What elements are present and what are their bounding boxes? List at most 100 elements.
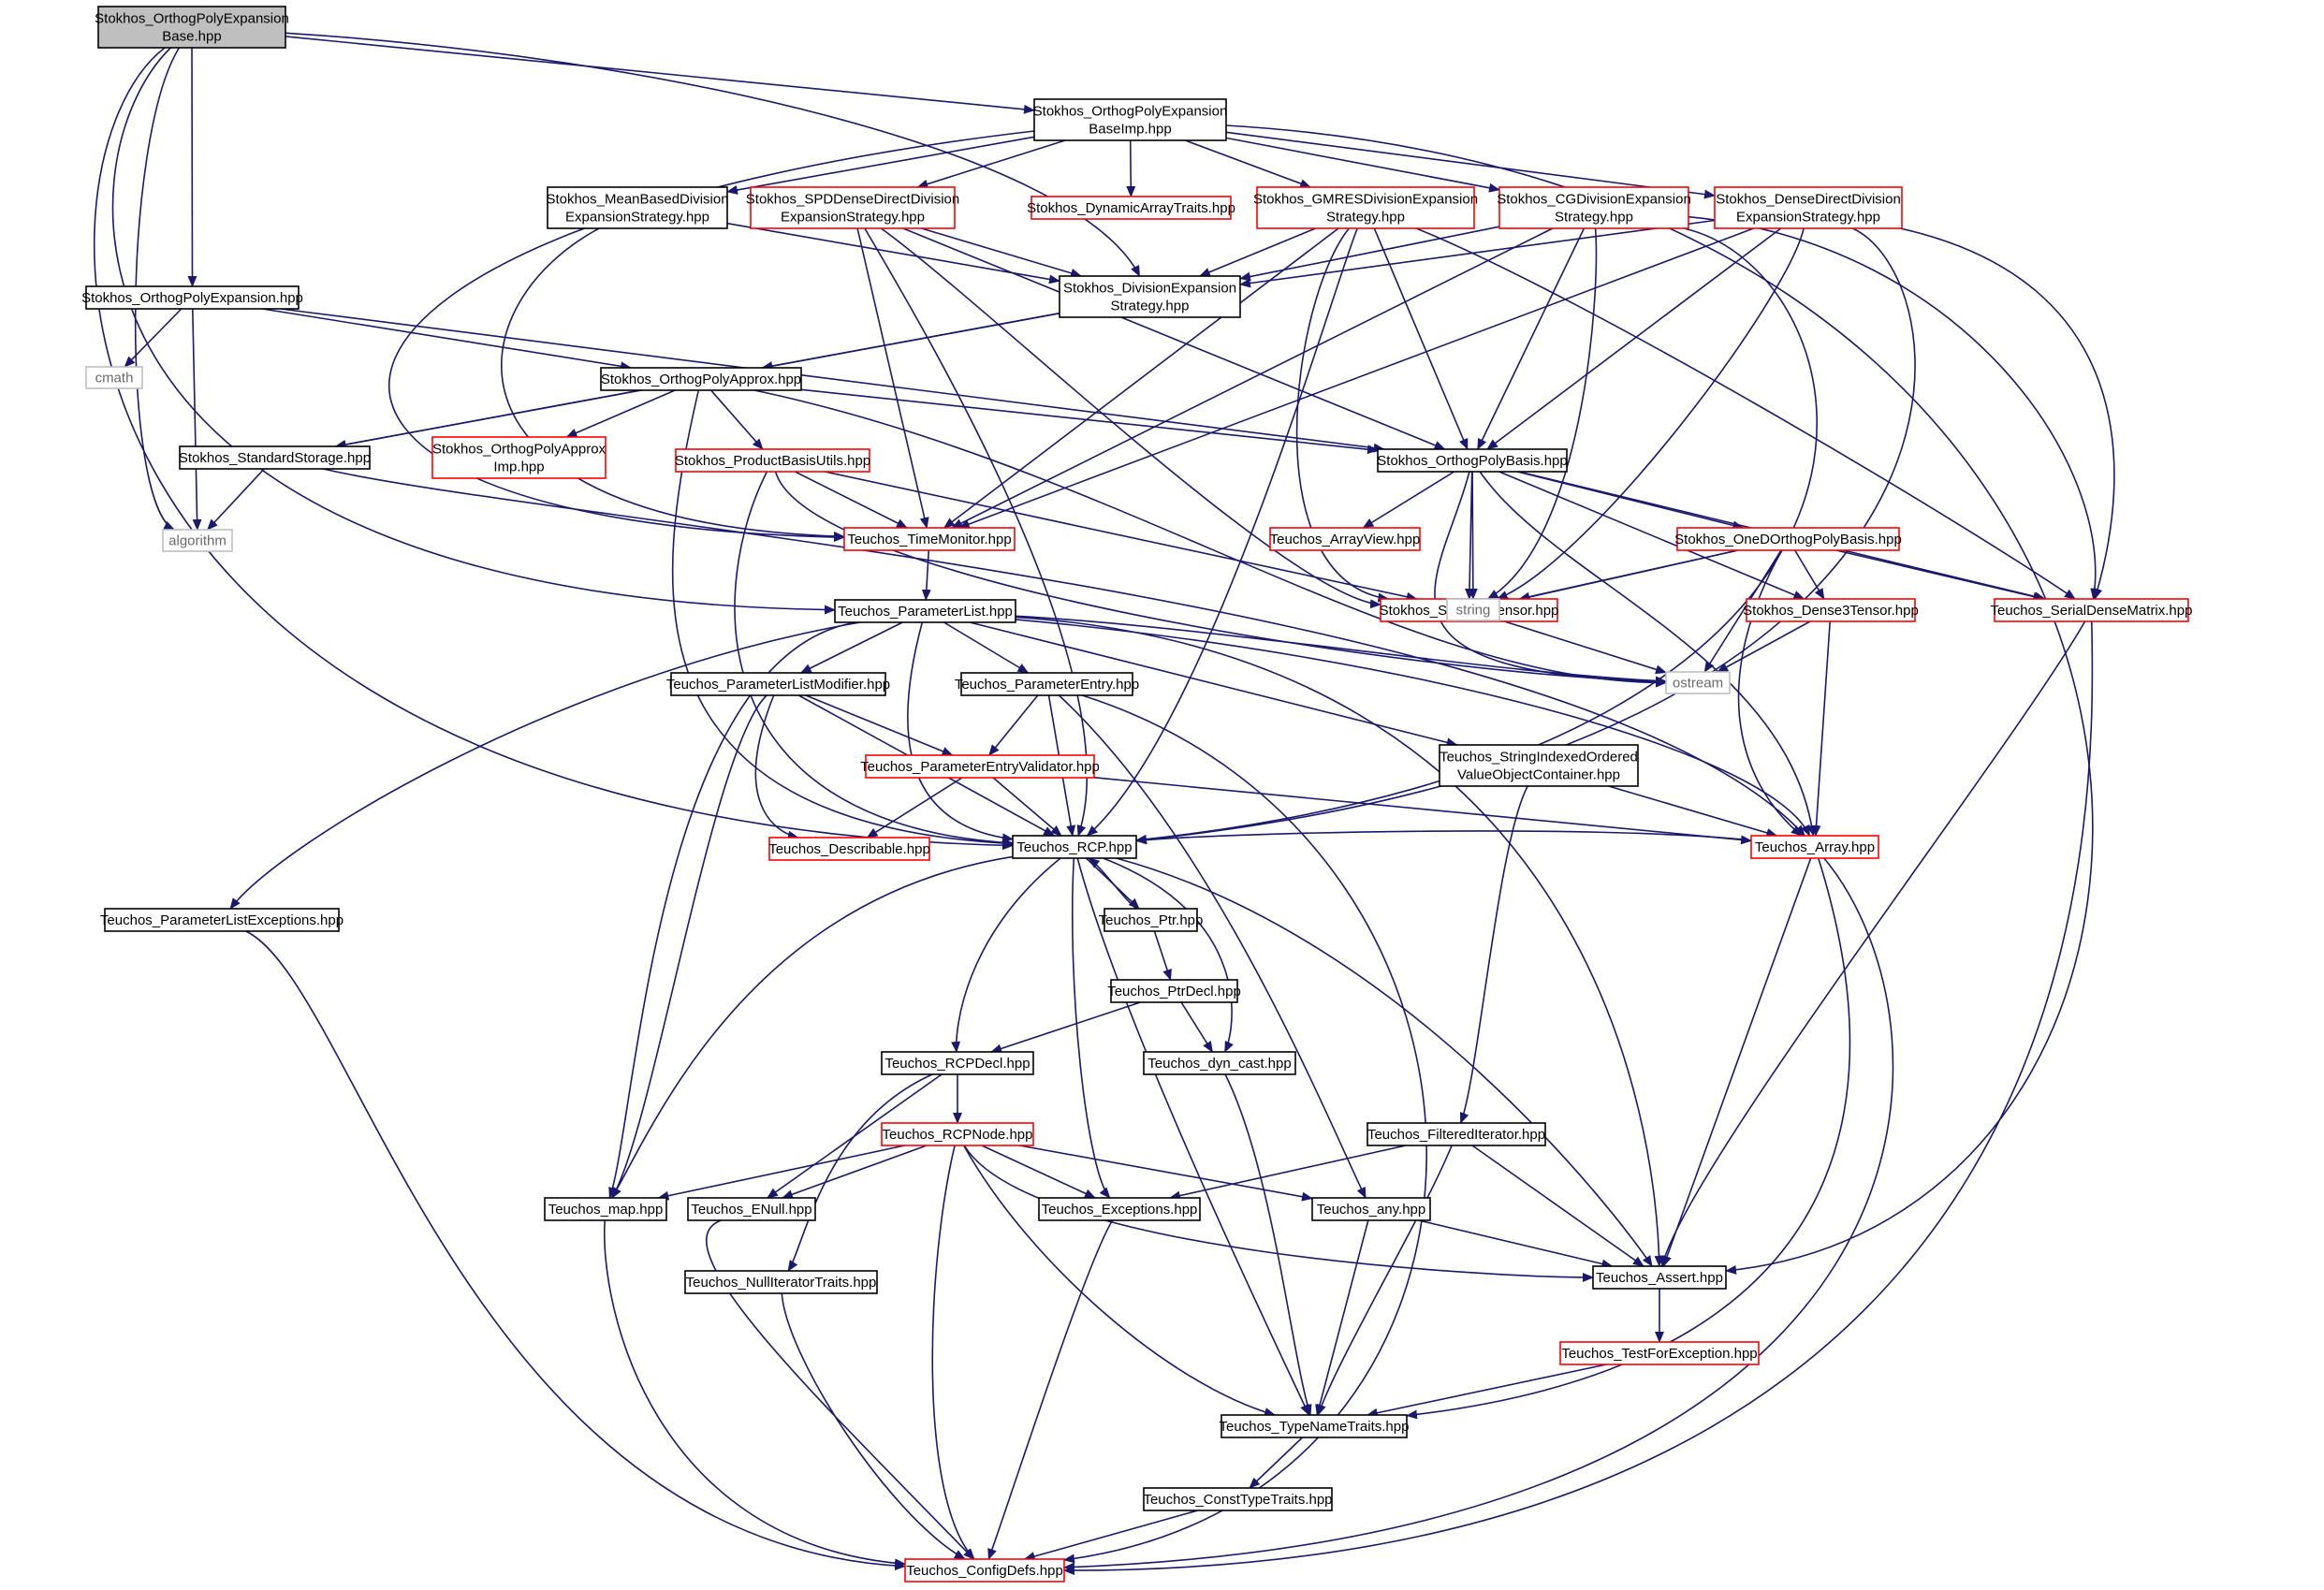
node-rcpdecl[interactable]: Teuchos_RCPDecl.hpp — [881, 1051, 1034, 1075]
edges-layer — [94, 32, 2115, 1576]
edge-rcp-to-typename — [1076, 857, 1310, 1416]
edge-basei-to-assert — [1225, 124, 2094, 1275]
node-sioc[interactable]: Teuchos_StringIndexedOrderedValueObjectC… — [1439, 744, 1639, 787]
node-label: Stokhos_CGDivisionExpansion — [1497, 192, 1691, 208]
node-array[interactable]: Teuchos_Array.hpp — [1750, 835, 1879, 859]
node-dynarray[interactable]: Stokhos_DynamicArrayTraits.hpp — [1027, 196, 1235, 220]
node-nulliter[interactable]: Teuchos_NullIteratorTraits.hpp — [684, 1270, 878, 1294]
node-assert[interactable]: Teuchos_Assert.hpp — [1592, 1265, 1727, 1290]
node-label: Teuchos_PtrDecl.hpp — [1107, 984, 1241, 999]
edge-map-to-configdefs — [603, 1219, 906, 1568]
node-timemon[interactable]: Teuchos_TimeMonitor.hpp — [843, 527, 1016, 551]
edge-ptr-to-rcp — [1088, 857, 1137, 910]
node-label: Stokhos_GMRESDivisionExpansion — [1253, 192, 1478, 208]
edge-opa-to-opb — [800, 388, 1379, 455]
node-box — [97, 6, 286, 49]
edge-pentry-to-pev — [988, 694, 1039, 756]
node-densedirect[interactable]: Stokhos_DenseDirectDivisionExpansionStra… — [1714, 186, 1903, 229]
edge-stdstorage-to-array — [323, 468, 1805, 837]
edge-opb-to-sparse3 — [1465, 471, 1475, 600]
node-stdstorage[interactable]: Stokhos_StandardStorage.hpp — [179, 445, 371, 470]
node-ptr[interactable]: Teuchos_Ptr.hpp — [1099, 908, 1204, 932]
node-map[interactable]: Teuchos_map.hpp — [544, 1197, 667, 1221]
node-testforexc[interactable]: Teuchos_TestForException.hpp — [1559, 1341, 1760, 1365]
edge-densedirect-to-divexp — [1239, 219, 1716, 288]
node-label: Teuchos_ParameterEntryValidator.hpp — [860, 759, 1100, 775]
node-any[interactable]: Teuchos_any.hpp — [1311, 1197, 1431, 1221]
node-rcpnode[interactable]: Teuchos_RCPNode.hpp — [881, 1122, 1034, 1146]
node-box — [1059, 275, 1241, 318]
node-label: Teuchos_ENull.hpp — [691, 1202, 811, 1218]
node-box — [1498, 186, 1689, 229]
edge-root-to-algorithm — [134, 47, 181, 531]
node-configdefs[interactable]: Teuchos_ConfigDefs.hpp — [904, 1558, 1065, 1583]
edge-filtered-to-exceptions — [1169, 1145, 1407, 1201]
node-oned[interactable]: Stokhos_OneDOrthogPolyBasis.hpp — [1674, 527, 1902, 551]
edge-root-to-basei — [285, 36, 1035, 114]
node-ptrdecl[interactable]: Teuchos_PtrDecl.hpp — [1107, 979, 1241, 1003]
edge-plexc-to-configdefs — [245, 930, 906, 1571]
node-opb[interactable]: Stokhos_OrthogPolyBasis.hpp — [1377, 448, 1568, 473]
node-plmod[interactable]: Teuchos_ParameterListModifier.hpp — [666, 672, 890, 696]
edge-densedirect-to-timemon — [957, 227, 1754, 529]
node-pentry[interactable]: Teuchos_ParameterEntry.hpp — [955, 672, 1139, 696]
node-box — [1220, 1414, 1408, 1438]
node-label: Stokhos_DynamicArrayTraits.hpp — [1027, 200, 1235, 216]
node-label: Stokhos_ProductBasisUtils.hpp — [675, 453, 870, 469]
node-serialdense[interactable]: Teuchos_SerialDenseMatrix.hpp — [1991, 598, 2193, 622]
node-filtered[interactable]: Teuchos_FilteredIterator.hpp — [1367, 1122, 1546, 1146]
node-arrayview[interactable]: Teuchos_ArrayView.hpp — [1269, 527, 1421, 551]
edge-opa-to-pbu — [709, 389, 764, 450]
node-consttype[interactable]: Teuchos_ConstTypeTraits.hpp — [1143, 1487, 1333, 1511]
edge-oned-to-array — [1737, 549, 1803, 837]
edge-plist-to-array — [1015, 619, 1811, 837]
node-label: Stokhos_OrthogPolyExpansion — [95, 11, 289, 27]
node-label: Teuchos_RCP.hpp — [1016, 839, 1132, 855]
edge-root-to-plist — [111, 47, 836, 615]
node-exceptions[interactable]: Teuchos_Exceptions.hpp — [1038, 1197, 1201, 1221]
edge-plist-to-plexc — [229, 621, 861, 910]
node-box — [1714, 186, 1903, 229]
node-label: Teuchos_ParameterListExceptions.hpp — [100, 912, 343, 928]
node-box — [431, 436, 607, 479]
node-box — [1110, 979, 1238, 1003]
node-box — [1559, 1341, 1760, 1365]
node-ope[interactable]: Stokhos_OrthogPolyExpansion.hpp — [81, 285, 303, 310]
node-plexc[interactable]: Teuchos_ParameterListExceptions.hpp — [100, 908, 343, 932]
edge-spddense-to-opb — [902, 227, 1446, 450]
node-describable[interactable]: Teuchos_Describable.hpp — [768, 837, 930, 861]
node-gmres[interactable]: Stokhos_GMRESDivisionExpansionStrategy.h… — [1253, 186, 1478, 229]
edge-gmres-to-sparse3 — [1295, 227, 1390, 603]
edge-rcpnode-to-any — [1019, 1145, 1313, 1202]
node-box — [684, 1270, 878, 1294]
node-dyncast[interactable]: Teuchos_dyn_cast.hpp — [1143, 1051, 1296, 1075]
node-dense3[interactable]: Stokhos_Dense3Tensor.hpp — [1743, 598, 1919, 622]
node-box — [1377, 448, 1568, 473]
edge-basei-to-timemon — [388, 130, 1035, 542]
node-label: Teuchos_any.hpp — [1317, 1202, 1425, 1218]
node-box — [1033, 98, 1227, 141]
edge-plist-to-assert — [1015, 616, 1664, 1267]
node-typename[interactable]: Teuchos_TypeNameTraits.hpp — [1220, 1414, 1410, 1438]
node-box — [1311, 1197, 1431, 1221]
node-meanbased[interactable]: Stokhos_MeanBasedDivisionExpansionStrate… — [546, 186, 729, 229]
node-pev[interactable]: Teuchos_ParameterEntryValidator.hpp — [860, 754, 1100, 779]
node-label: Stokhos_StandardStorage.hpp — [179, 450, 371, 466]
node-spddense[interactable]: Stokhos_SPDDenseDirectDivisionExpansionS… — [746, 186, 959, 229]
node-rcp[interactable]: Teuchos_RCP.hpp — [1012, 835, 1137, 859]
node-plist[interactable]: Teuchos_ParameterList.hpp — [834, 599, 1016, 623]
edge-rcp-to-assert — [1116, 857, 1653, 1267]
node-label: Teuchos_FilteredIterator.hpp — [1367, 1127, 1545, 1143]
edge-cgdiv-to-timemon — [951, 227, 1554, 529]
node-box — [960, 672, 1133, 696]
node-pbu[interactable]: Stokhos_ProductBasisUtils.hpp — [675, 448, 870, 473]
edge-densedirect-to-sparse3 — [1496, 227, 1805, 600]
node-opa[interactable]: Stokhos_OrthogPolyApprox.hpp — [600, 367, 802, 391]
node-label: Teuchos_Exceptions.hpp — [1042, 1202, 1198, 1218]
node-enull[interactable]: Teuchos_ENull.hpp — [687, 1197, 816, 1221]
